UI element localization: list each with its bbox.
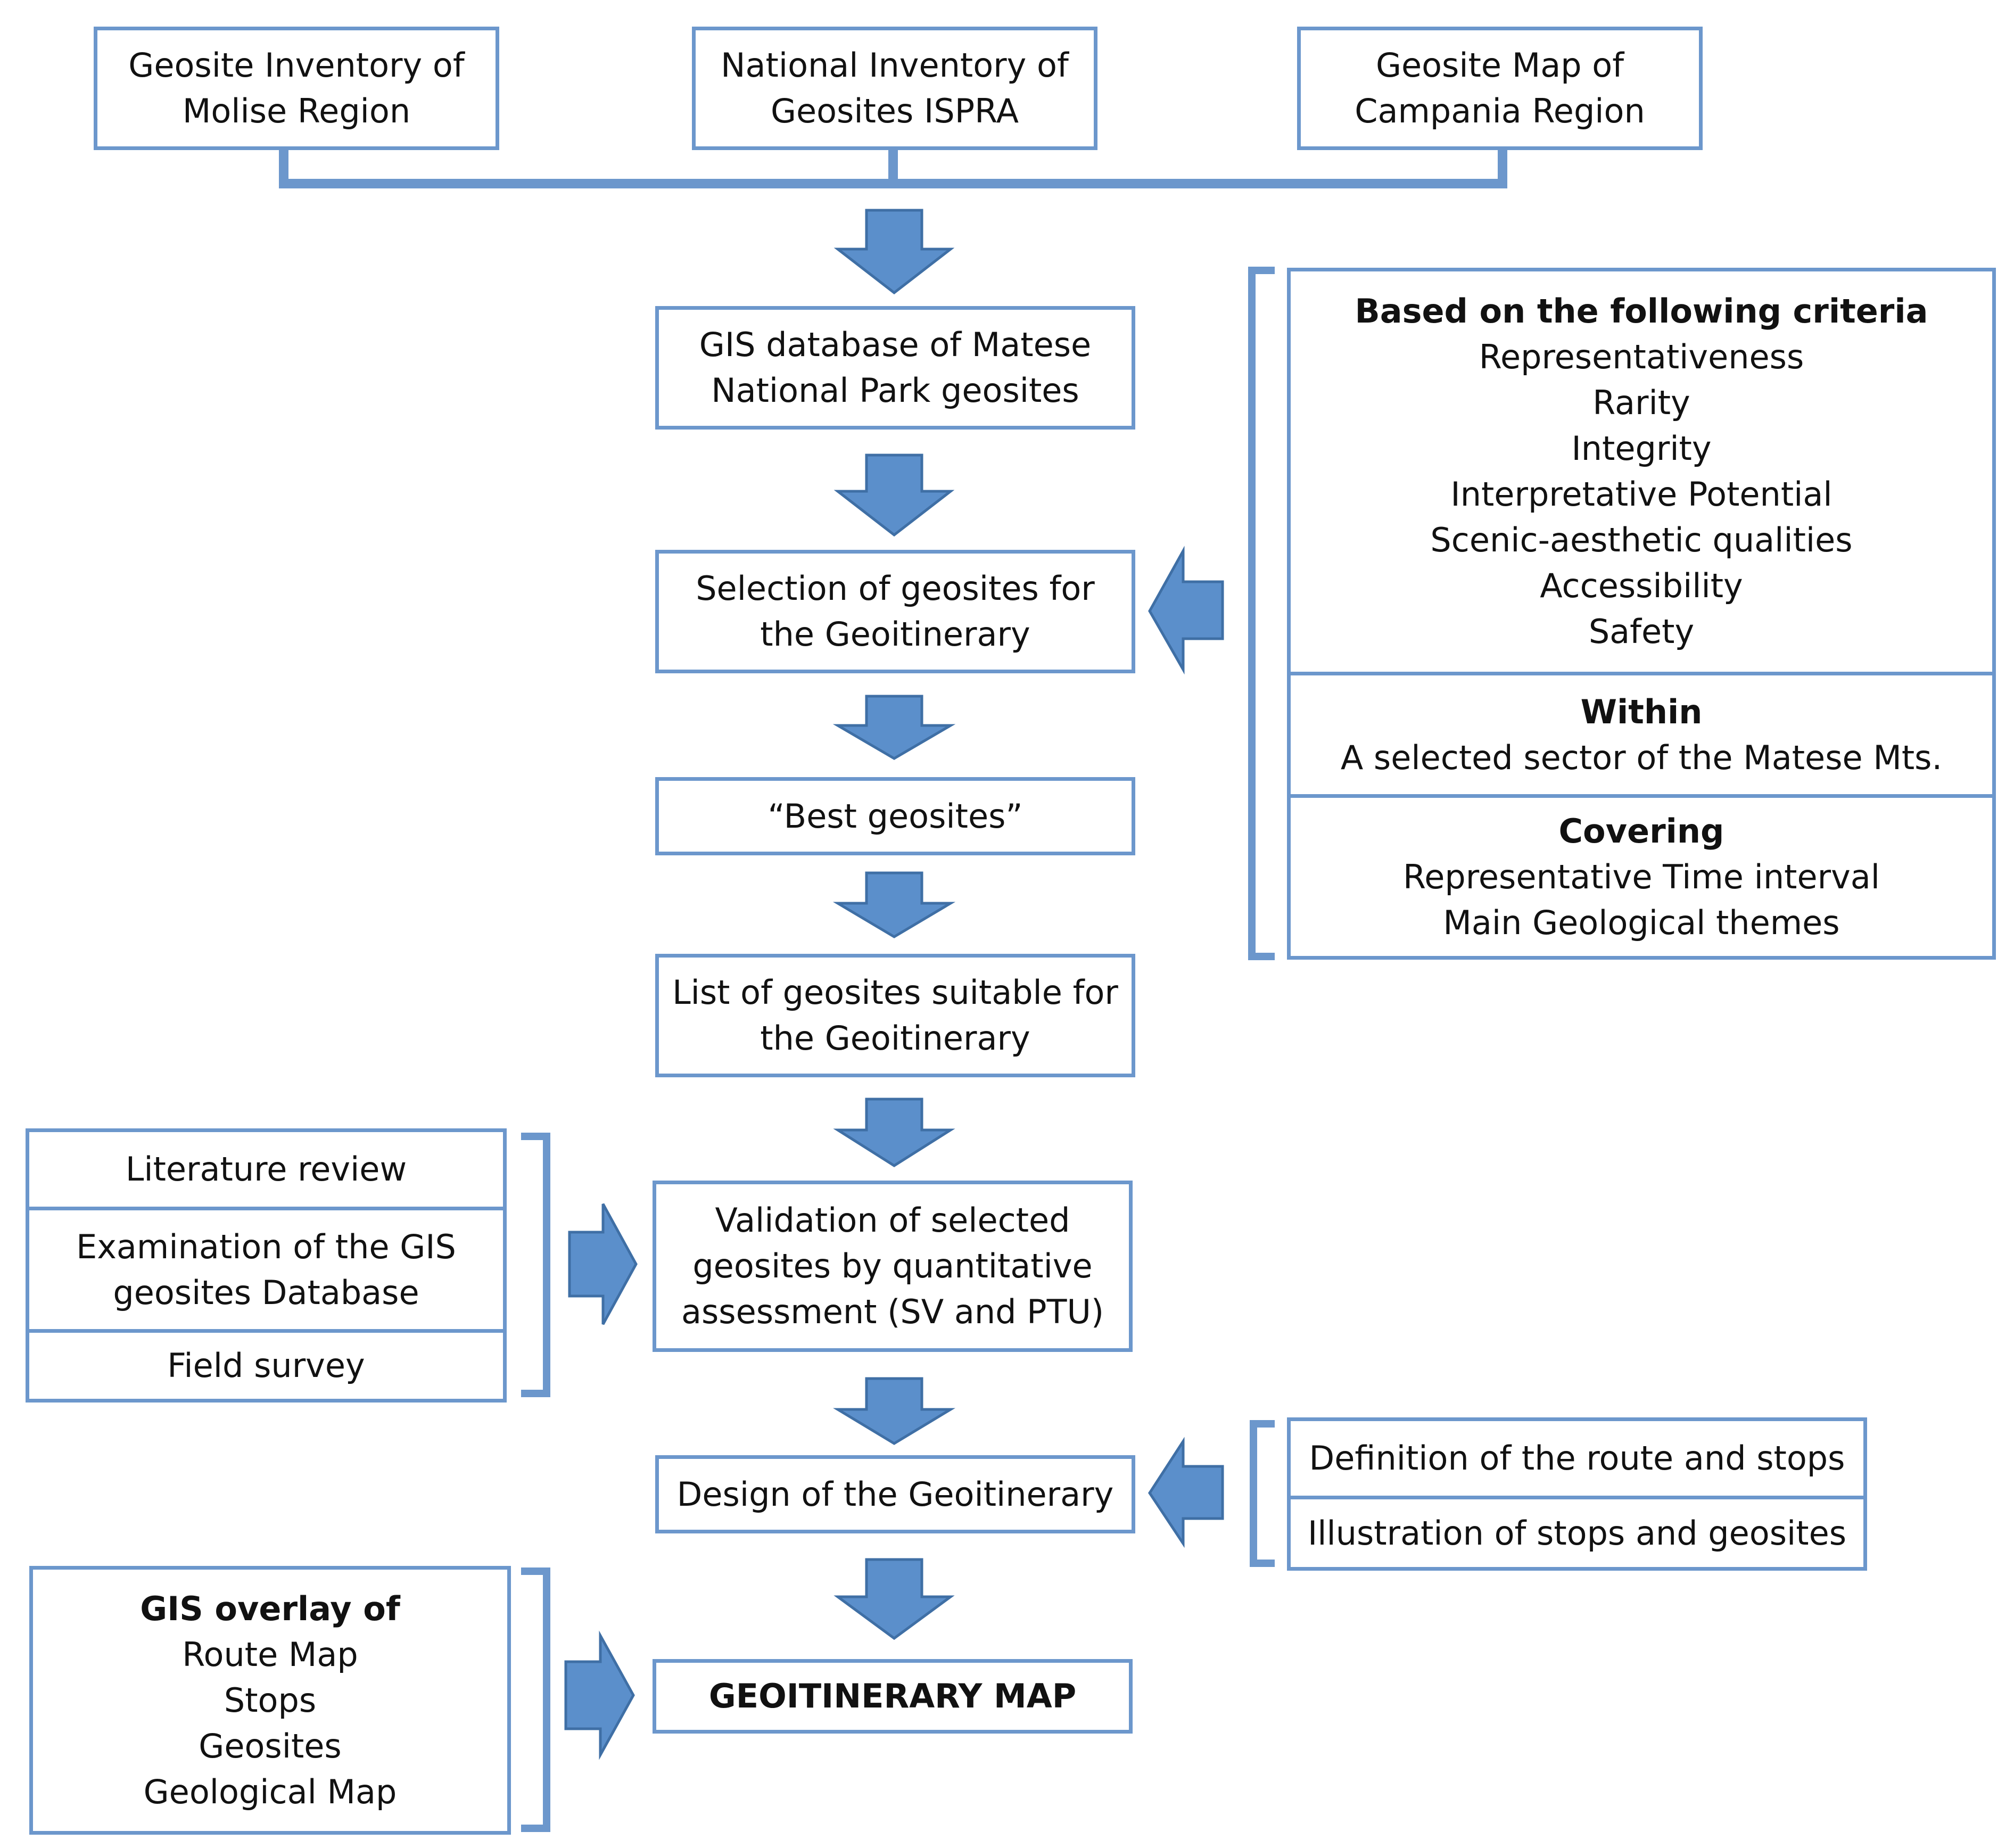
criteria-based-section: Based on the following criteria Represen… <box>1291 271 1992 672</box>
methods-bracket <box>521 1133 550 1397</box>
criteria-covering-item: Representative Time interval <box>1402 857 1880 896</box>
criteria-item: Safety <box>1588 612 1695 651</box>
criteria-left-arrow <box>1148 546 1224 675</box>
method-field-survey: Field survey <box>29 1329 503 1399</box>
step-validation-line-1: Validation of selected <box>715 1201 1070 1240</box>
criteria-covering-item: Main Geological themes <box>1443 903 1840 942</box>
down-arrow-3 <box>832 695 956 760</box>
step-suitable-list-box: List of geosites suitable for the Geoiti… <box>655 954 1135 1077</box>
source-ispra-box: National Inventory of Geosites ISPRA <box>692 27 1097 150</box>
down-arrow-4 <box>832 871 956 938</box>
source-ispra-line-2: Geosites ISPRA <box>770 92 1019 130</box>
gis-overlay-item: Stops <box>224 1680 317 1720</box>
step-suitable-list-line-2: the Geoitinerary <box>760 1019 1030 1058</box>
criteria-item: Representativeness <box>1479 337 1804 376</box>
criteria-within-heading: Within <box>1580 692 1703 731</box>
design-input-illustration: Illustration of stops and geosites <box>1291 1496 1863 1567</box>
step-selection-line-2: the Geoitinerary <box>760 615 1030 654</box>
criteria-within-item: A selected sector of the Matese Mts. <box>1340 738 1943 777</box>
criteria-item: Rarity <box>1592 383 1690 422</box>
gis-overlay-item: Geological Map <box>143 1772 397 1811</box>
down-arrow-7 <box>833 1558 955 1640</box>
criteria-bracket <box>1248 267 1275 960</box>
gis-overlay-heading: GIS overlay of <box>140 1589 400 1628</box>
step-design-line-1: Design of the Geoitinerary <box>676 1474 1114 1514</box>
design-input-route: Definition of the route and stops <box>1291 1421 1863 1496</box>
step-selection-line-1: Selection of geosites for <box>696 569 1095 608</box>
criteria-panel: Based on the following criteria Represen… <box>1287 268 1996 960</box>
down-arrow-2 <box>833 453 955 537</box>
step-geoitinerary-map-box: GEOITINERARY MAP <box>653 1659 1133 1734</box>
criteria-covering-heading: Covering <box>1558 811 1724 851</box>
design-inputs-panel: Definition of the route and stops Illust… <box>1287 1417 1867 1571</box>
method-gis-examination: Examination of the GIS geosites Database <box>29 1207 503 1329</box>
step-gis-database-box: GIS database of Matese National Park geo… <box>655 306 1135 430</box>
design-inputs-bracket <box>1250 1420 1275 1567</box>
step-gis-database-line-1: GIS database of Matese <box>699 325 1092 364</box>
design-input-label: Illustration of stops and geosites <box>1307 1513 1847 1553</box>
step-suitable-list-line-1: List of geosites suitable for <box>672 973 1118 1012</box>
step-gis-database-line-2: National Park geosites <box>711 371 1079 410</box>
step-validation-line-2: geosites by quantitative <box>692 1247 1093 1285</box>
criteria-based-heading: Based on the following criteria <box>1355 292 1928 331</box>
overlay-right-arrow <box>564 1630 635 1760</box>
overlay-bracket <box>521 1568 550 1832</box>
step-validation-line-3: assessment (SV and PTU) <box>681 1292 1104 1331</box>
design-input-label: Definition of the route and stops <box>1309 1439 1845 1478</box>
step-validation-box: Validation of selected geosites by quant… <box>653 1181 1133 1352</box>
method-label: Field survey <box>167 1346 365 1385</box>
source-molise-line-1: Geosite Inventory of <box>128 46 465 85</box>
source-campania-line-1: Geosite Map of <box>1375 46 1624 85</box>
source-campania-line-2: Campania Region <box>1355 92 1645 130</box>
method-label: Literature review <box>125 1150 407 1189</box>
step-selection-box: Selection of geosites for the Geoitinera… <box>655 550 1135 673</box>
gis-overlay-item: Geosites <box>199 1726 342 1766</box>
methods-right-arrow <box>568 1203 638 1325</box>
step-best-geosites-box: “Best geosites” <box>655 777 1135 855</box>
criteria-covering-section: Covering Representative Time interval Ma… <box>1291 794 1992 956</box>
criteria-item: Integrity <box>1571 429 1712 468</box>
criteria-within-section: Within A selected sector of the Matese M… <box>1291 672 1992 794</box>
gis-overlay-item: Route Map <box>182 1635 358 1674</box>
step-best-geosites-line-1: “Best geosites” <box>767 796 1023 836</box>
down-arrow-6 <box>833 1377 955 1445</box>
step-design-box: Design of the Geoitinerary <box>655 1455 1135 1533</box>
step-geoitinerary-map-line-1: GEOITINERARY MAP <box>708 1677 1077 1715</box>
design-inputs-left-arrow <box>1148 1437 1224 1548</box>
down-arrow-5 <box>833 1098 955 1167</box>
source-ispra-line-1: National Inventory of <box>721 46 1069 85</box>
method-label: Examination of the GIS geosites Database <box>76 1227 456 1312</box>
source-campania-box: Geosite Map of Campania Region <box>1297 27 1703 150</box>
criteria-item: Scenic-aesthetic qualities <box>1430 521 1853 559</box>
validation-methods-panel: Literature review Examination of the GIS… <box>26 1128 507 1402</box>
down-arrow-1 <box>833 209 955 295</box>
method-literature-review: Literature review <box>29 1132 503 1207</box>
gis-overlay-panel: GIS overlay of Route Map Stops Geosites … <box>29 1566 511 1835</box>
criteria-item: Accessibility <box>1540 566 1743 605</box>
source-molise-box: Geosite Inventory of Molise Region <box>94 27 499 150</box>
source-molise-line-2: Molise Region <box>182 92 411 130</box>
criteria-item: Interpretative Potential <box>1450 475 1833 514</box>
